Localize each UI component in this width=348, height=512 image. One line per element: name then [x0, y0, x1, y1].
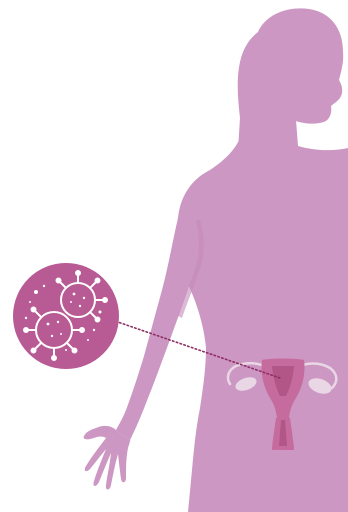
torso	[176, 118, 348, 512]
arm	[116, 218, 199, 440]
human-body-silhouette	[84, 8, 348, 512]
hand	[84, 426, 131, 490]
virus-callout	[13, 263, 119, 369]
